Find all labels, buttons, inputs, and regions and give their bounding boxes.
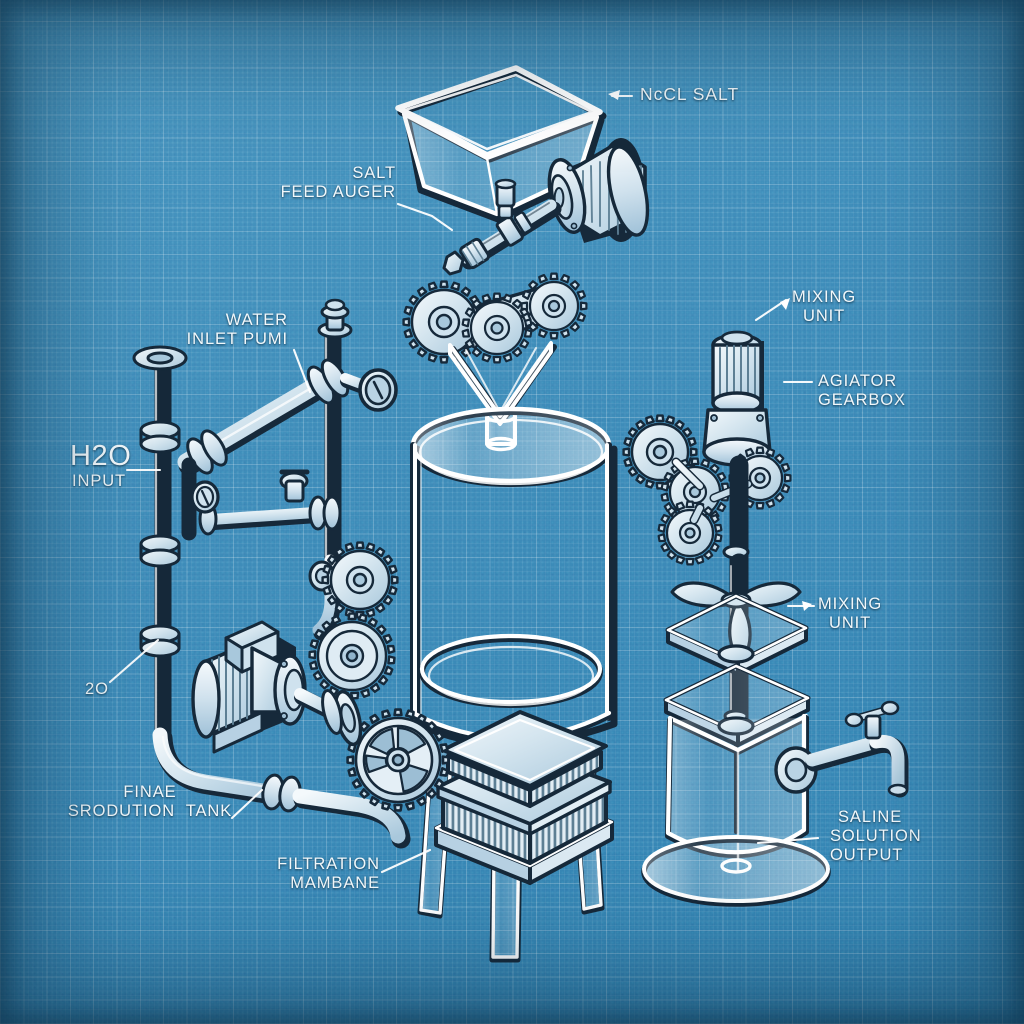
agitator-motor — [702, 330, 772, 467]
mixing-tank — [641, 593, 909, 907]
gear — [520, 272, 588, 340]
leader-mixing-top — [754, 298, 788, 322]
gear — [657, 500, 723, 566]
label-h2o-input: INPUT — [72, 472, 127, 490]
label-filtration-line1: FILTRATION — [277, 855, 380, 873]
label-saline-line1: SALINE — [838, 808, 903, 826]
label-h2o: H2O — [70, 440, 132, 472]
leader-arrows — [608, 90, 812, 611]
gear — [728, 446, 792, 510]
label-agitator-gearbox-line1: AGIATOR — [818, 372, 898, 390]
leader-auger — [396, 202, 454, 232]
label-water-inlet-pump-line1: WATER — [225, 311, 288, 329]
label-final-tank-line1: FINAE — [123, 783, 177, 801]
inlet-valve — [279, 469, 310, 503]
label-mixing-unit-mid-line2: UNIT — [829, 614, 872, 633]
auger-shaft — [442, 178, 562, 276]
gear — [321, 541, 399, 619]
label-mixing-unit-top-line2: UNIT — [803, 307, 846, 326]
label-mixing-unit-top-line1: MIXING — [792, 288, 857, 306]
label-mixing-unit-mid-line1: MIXING — [818, 595, 883, 613]
label-agitator-gearbox-line2: GEARBOX — [818, 391, 906, 410]
outlet-faucet — [774, 700, 909, 798]
leader-saline — [756, 836, 820, 845]
hopper-outlet-nipple — [494, 178, 517, 220]
gear — [461, 292, 533, 364]
label-saline-line3: OUTPUT — [830, 846, 904, 865]
hand-valve — [340, 368, 398, 412]
pump-motor — [191, 620, 363, 754]
label-nacl-salt: NcCL SALT — [640, 84, 740, 104]
leader-2o — [108, 638, 160, 684]
drive-gears — [308, 541, 450, 812]
label-salt-feed-auger-line2: FEED AUGER — [280, 183, 396, 202]
pipe-top-valve — [317, 298, 353, 339]
gear — [346, 708, 450, 812]
inlet-piping — [132, 298, 411, 849]
label-saline-line2: SOLUTION — [830, 827, 922, 846]
gear — [402, 280, 486, 364]
filtration-stack — [434, 710, 614, 885]
auger-motor — [547, 138, 650, 243]
label-water-inlet-pump-line2: INLET PUMI — [186, 330, 288, 349]
label-final-tank-line2: SRODUTION TANK — [67, 802, 233, 821]
label-salt-feed-auger-line1: SALT — [352, 164, 396, 182]
gear — [308, 612, 396, 700]
pressure-gauge — [190, 480, 220, 514]
label-filtration-line2: MAMBANE — [290, 874, 380, 893]
auger-gear-train — [402, 272, 588, 364]
label-2o: 2O — [85, 680, 109, 698]
leader-filtration — [380, 848, 432, 874]
leader-water-pump — [292, 348, 312, 394]
leader-final-tank — [230, 788, 264, 820]
